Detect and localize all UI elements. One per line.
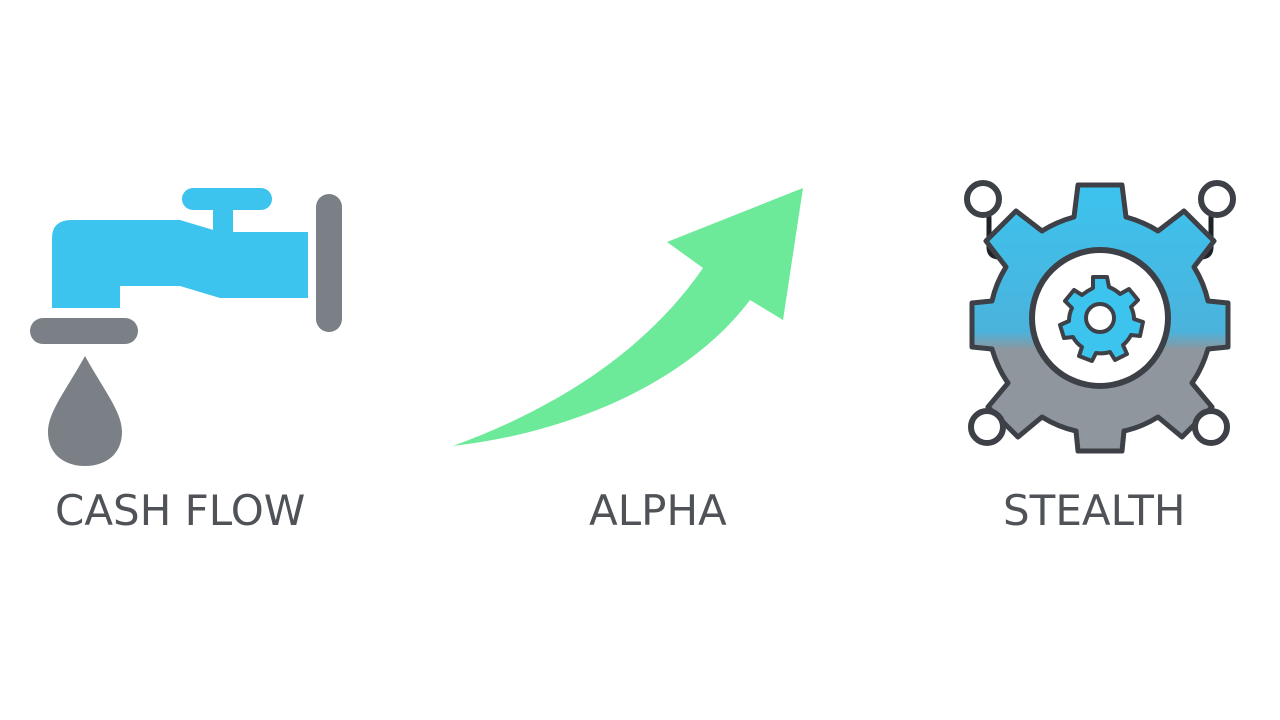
cash-flow-label: CASH FLOW	[55, 486, 306, 535]
growth-arrow-icon	[445, 180, 845, 455]
alpha-label: ALPHA	[589, 486, 727, 535]
gear-network-icon	[955, 175, 1245, 455]
water-faucet-icon	[20, 180, 360, 470]
stealth-label: STEALTH	[1003, 486, 1186, 535]
